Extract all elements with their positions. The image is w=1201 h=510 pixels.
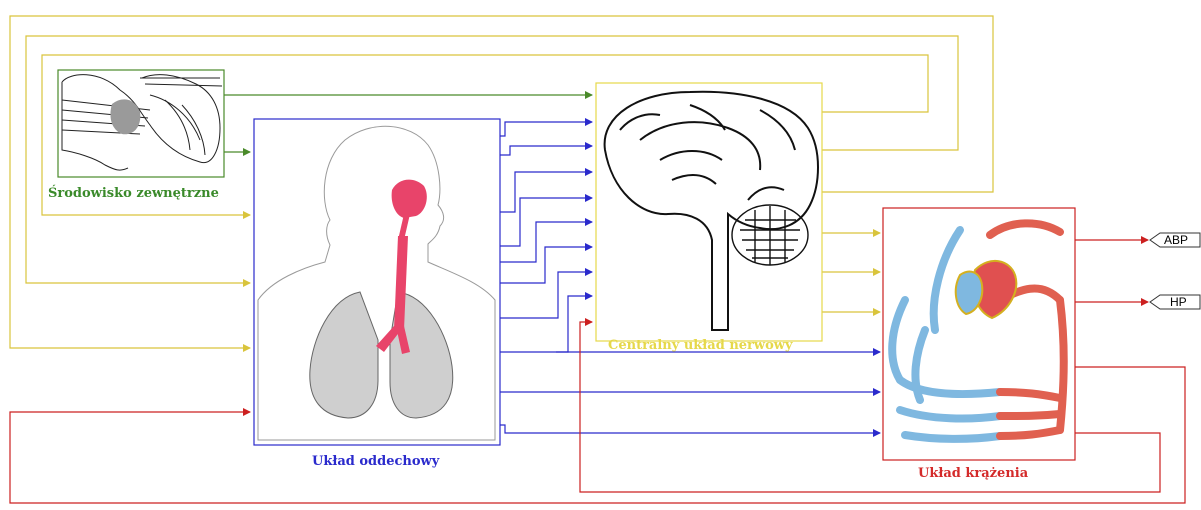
output-port-abp: ABP — [1150, 233, 1200, 247]
output-port-hp: HP — [1150, 295, 1200, 309]
environment-label: Środowisko zewnętrzne — [48, 186, 219, 201]
resp-to-cns-2 — [500, 146, 592, 155]
cns-block[interactable] — [596, 83, 822, 341]
resp-to-cns-3 — [500, 172, 592, 212]
resp-to-circ-3 — [500, 425, 880, 433]
cns-feedback-lines — [10, 16, 993, 348]
resp-to-cns-6 — [500, 247, 592, 283]
output-label-abp: ABP — [1164, 233, 1188, 247]
circulatory-block[interactable] — [883, 208, 1075, 460]
respiratory-block[interactable] — [254, 119, 500, 445]
feedback-line-1 — [10, 16, 993, 348]
resp-to-cns-1 — [500, 122, 592, 136]
resp-to-cns-8 — [556, 296, 592, 352]
resp-to-cns-7 — [500, 272, 592, 318]
circulatory-label: Układ krążenia — [918, 466, 1028, 481]
respiratory-label: Układ oddechowy — [312, 454, 439, 469]
resp-to-cns-5 — [500, 222, 592, 262]
environment-block[interactable] — [58, 70, 224, 177]
cns-label: Centralny układ nerwowy — [608, 338, 793, 353]
output-label-hp: HP — [1170, 295, 1187, 309]
